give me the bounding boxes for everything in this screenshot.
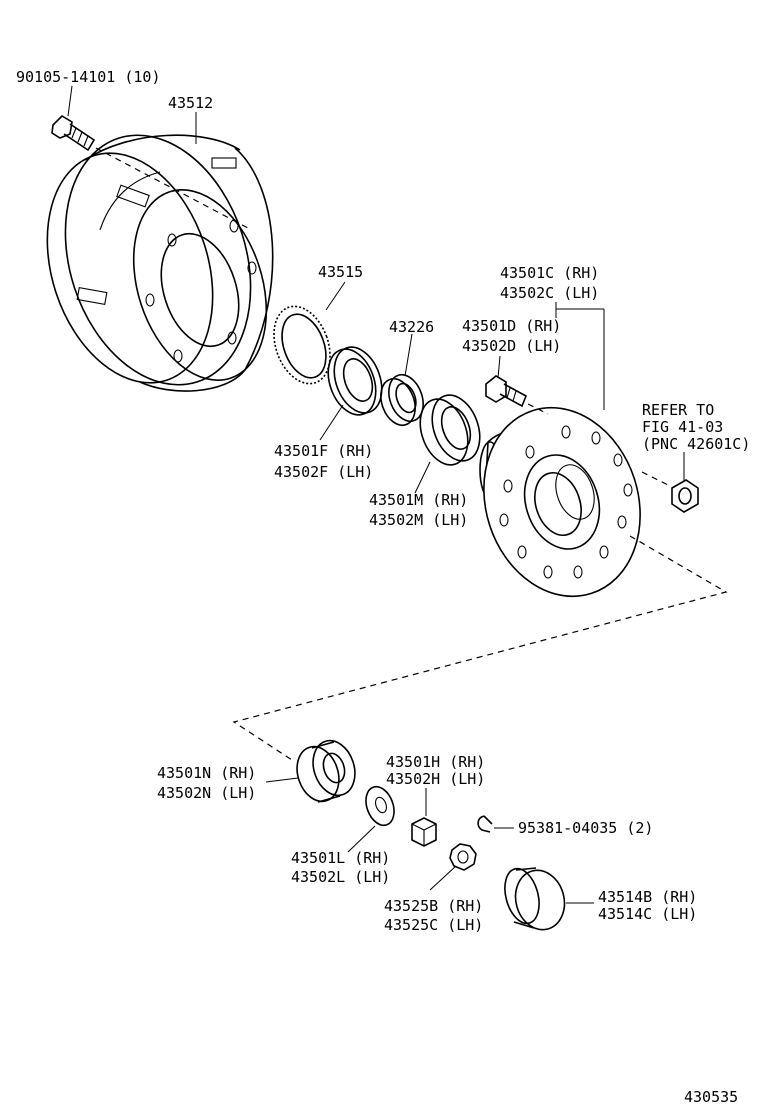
sensor-rotor-part bbox=[273, 305, 331, 385]
spacer-leader bbox=[404, 333, 413, 377]
figure-number: 430535 bbox=[684, 1088, 738, 1106]
label-hub-bolt-rh: 43501D (RH) bbox=[462, 317, 561, 335]
hub-bolt-axis bbox=[527, 403, 549, 415]
inner-bearing-part bbox=[419, 394, 481, 466]
hub-bolt-part bbox=[485, 375, 528, 408]
label-seal-lh: 43502F (LH) bbox=[274, 463, 373, 481]
nut-axis-dash bbox=[641, 471, 671, 487]
label-hub-bolt-lh: 43502D (LH) bbox=[462, 337, 561, 355]
label-hub-lh: 43502C (LH) bbox=[500, 284, 599, 302]
label-grease-cap-rh: 43514B (RH) bbox=[598, 888, 697, 906]
lock-cap-part bbox=[449, 843, 477, 871]
label-outer-bearing-lh: 43502N (LH) bbox=[157, 784, 256, 802]
hub-bolt-leader bbox=[497, 355, 501, 379]
label-nut-rh: 43501H (RH) bbox=[386, 753, 485, 771]
label-cotter-pin: 95381-04035 (2) bbox=[518, 819, 653, 837]
wheel-nut-part bbox=[671, 479, 699, 513]
bolt-axis-dash bbox=[95, 147, 249, 229]
oil-seal-part bbox=[327, 346, 383, 416]
label-nut-lh: 43502H (LH) bbox=[386, 770, 485, 788]
outer-bearing-part bbox=[296, 739, 356, 803]
washer-part bbox=[365, 785, 395, 827]
brake-drum-part bbox=[46, 134, 274, 392]
label-seal-rh: 43501F (RH) bbox=[274, 442, 373, 460]
label-inner-bearing-rh: 43501M (RH) bbox=[369, 491, 468, 509]
grease-cap-part bbox=[504, 867, 566, 931]
label-refer-1: REFER TO bbox=[642, 401, 714, 419]
label-spacer: 43226 bbox=[389, 318, 434, 336]
label-bolt: 90105-14101 (10) bbox=[16, 68, 161, 86]
inner-bearing-leader bbox=[414, 461, 431, 494]
rotor-leader bbox=[325, 281, 346, 311]
label-refer-2: FIG 41-03 bbox=[642, 418, 723, 436]
label-refer-3: (PNC 42601C) bbox=[642, 435, 750, 453]
label-outer-bearing-rh: 43501N (RH) bbox=[157, 764, 256, 782]
outer-bearing-leader bbox=[265, 777, 299, 783]
spacer-part bbox=[380, 373, 424, 427]
label-washer-lh: 43502L (LH) bbox=[291, 868, 390, 886]
label-inner-bearing-lh: 43502M (LH) bbox=[369, 511, 468, 529]
axle-hub-part bbox=[479, 406, 641, 598]
assembly-guide-dash bbox=[232, 535, 728, 761]
washer-leader bbox=[347, 825, 376, 853]
cotter-pin-part bbox=[477, 815, 493, 833]
label-drum: 43512 bbox=[168, 94, 213, 112]
seal-leader bbox=[319, 404, 344, 441]
lock-cap-leader bbox=[429, 865, 457, 891]
label-washer-rh: 43501L (RH) bbox=[291, 849, 390, 867]
label-hub-rh: 43501C (RH) bbox=[500, 264, 599, 282]
label-lock-cap-lh: 43525C (LH) bbox=[384, 916, 483, 934]
bolt-leader bbox=[67, 85, 73, 117]
label-grease-cap-lh: 43514C (LH) bbox=[598, 905, 697, 923]
label-sensor-rotor: 43515 bbox=[318, 263, 363, 281]
hub-nut-part bbox=[411, 817, 437, 847]
drum-bolt-part bbox=[51, 114, 96, 152]
label-lock-cap-rh: 43525B (RH) bbox=[384, 897, 483, 915]
